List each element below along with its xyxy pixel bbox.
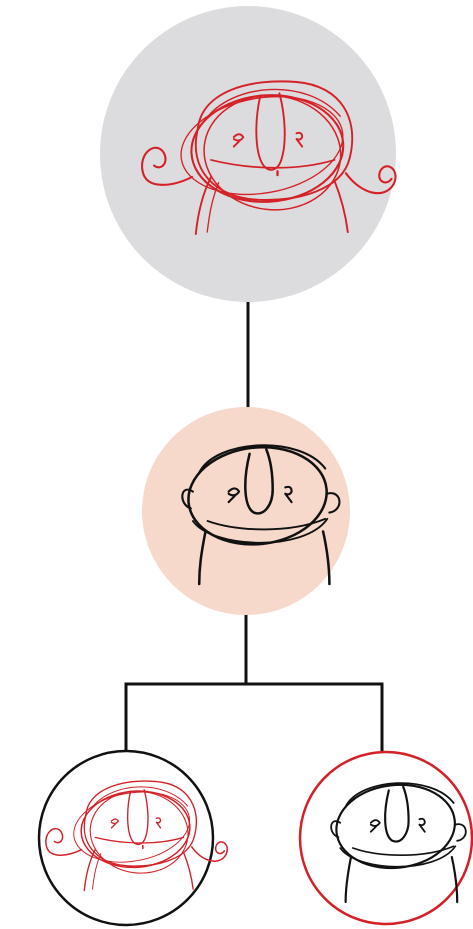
node-bottom-right bbox=[300, 752, 472, 924]
edge-branch-bar bbox=[126, 684, 382, 752]
node-middle bbox=[142, 407, 350, 615]
node-root bbox=[100, 6, 396, 302]
node-bottom-left bbox=[39, 751, 227, 925]
